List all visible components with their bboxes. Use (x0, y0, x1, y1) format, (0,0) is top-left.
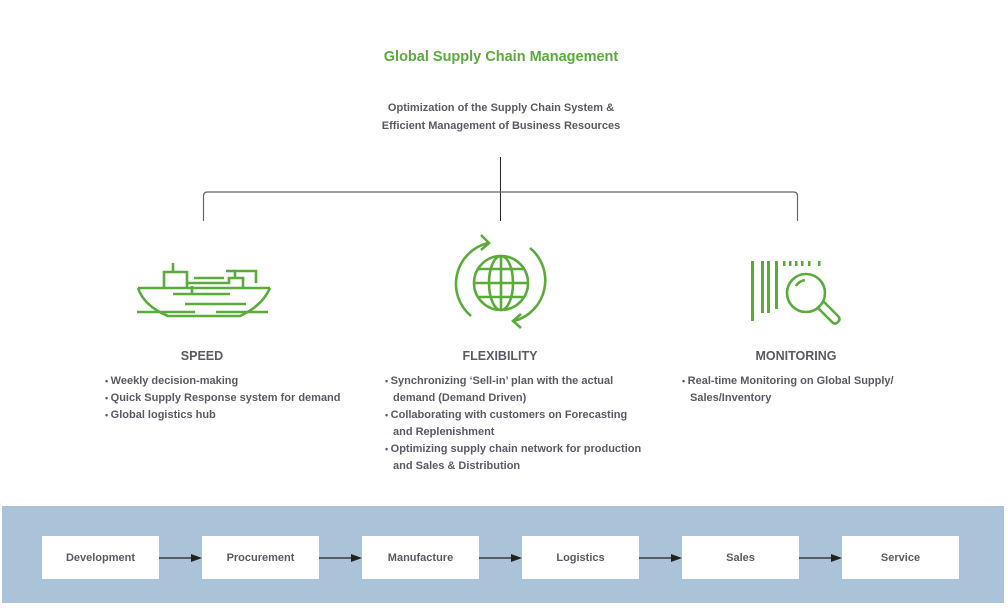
arrow-right-icon (639, 554, 682, 562)
arrow-right-icon (479, 554, 522, 562)
list-item: Collaborating with customers on Forecast… (385, 407, 647, 441)
arrow-right-icon (799, 554, 842, 562)
list-item: Global logistics hub (105, 407, 375, 424)
diagram-title: Global Supply Chain Management (383, 49, 619, 65)
tree-connector (202, 157, 799, 221)
process-step-logistics: Logistics (522, 536, 639, 579)
list-item: Weekly decision-making (105, 373, 375, 390)
process-band (2, 506, 1004, 603)
process-step-manufacture: Manufacture (362, 536, 479, 579)
process-step-procurement: Procurement (202, 536, 319, 579)
process-step-service: Service (842, 536, 959, 579)
globe-cycle-icon (454, 234, 547, 329)
monitoring-bullet-list: Real-time Monitoring on Global Supply/ S… (682, 373, 922, 407)
process-step-development: Development (42, 536, 159, 579)
connector-branch (202, 191, 799, 221)
column-title-monitoring: MONITORING (755, 349, 837, 363)
process-step-sales: Sales (682, 536, 799, 579)
cargo-ship-icon (136, 263, 272, 318)
column-title-flexibility: FLEXIBILITY (462, 349, 538, 363)
subtitle-line-2: Efficient Management of Business Resourc… (381, 120, 621, 132)
list-item: Optimizing supply chain network for prod… (385, 441, 647, 475)
column-title-speed: SPEED (180, 349, 224, 363)
list-item: Synchronizing ‘Sell-in’ plan with the ac… (385, 373, 647, 407)
list-item: Quick Supply Response system for demand (105, 390, 375, 407)
barcode-magnifier-icon (751, 261, 841, 325)
arrow-right-icon (319, 554, 362, 562)
speed-bullet-list: Weekly decision-making Quick Supply Resp… (105, 373, 375, 424)
list-item: Real-time Monitoring on Global Supply/ S… (682, 373, 922, 407)
flexibility-bullet-list: Synchronizing ‘Sell-in’ plan with the ac… (385, 373, 647, 475)
subtitle-line-1: Optimization of the Supply Chain System … (387, 102, 615, 114)
arrow-right-icon (159, 554, 202, 562)
diagram-subtitle: Optimization of the Supply Chain System … (0, 99, 1002, 135)
